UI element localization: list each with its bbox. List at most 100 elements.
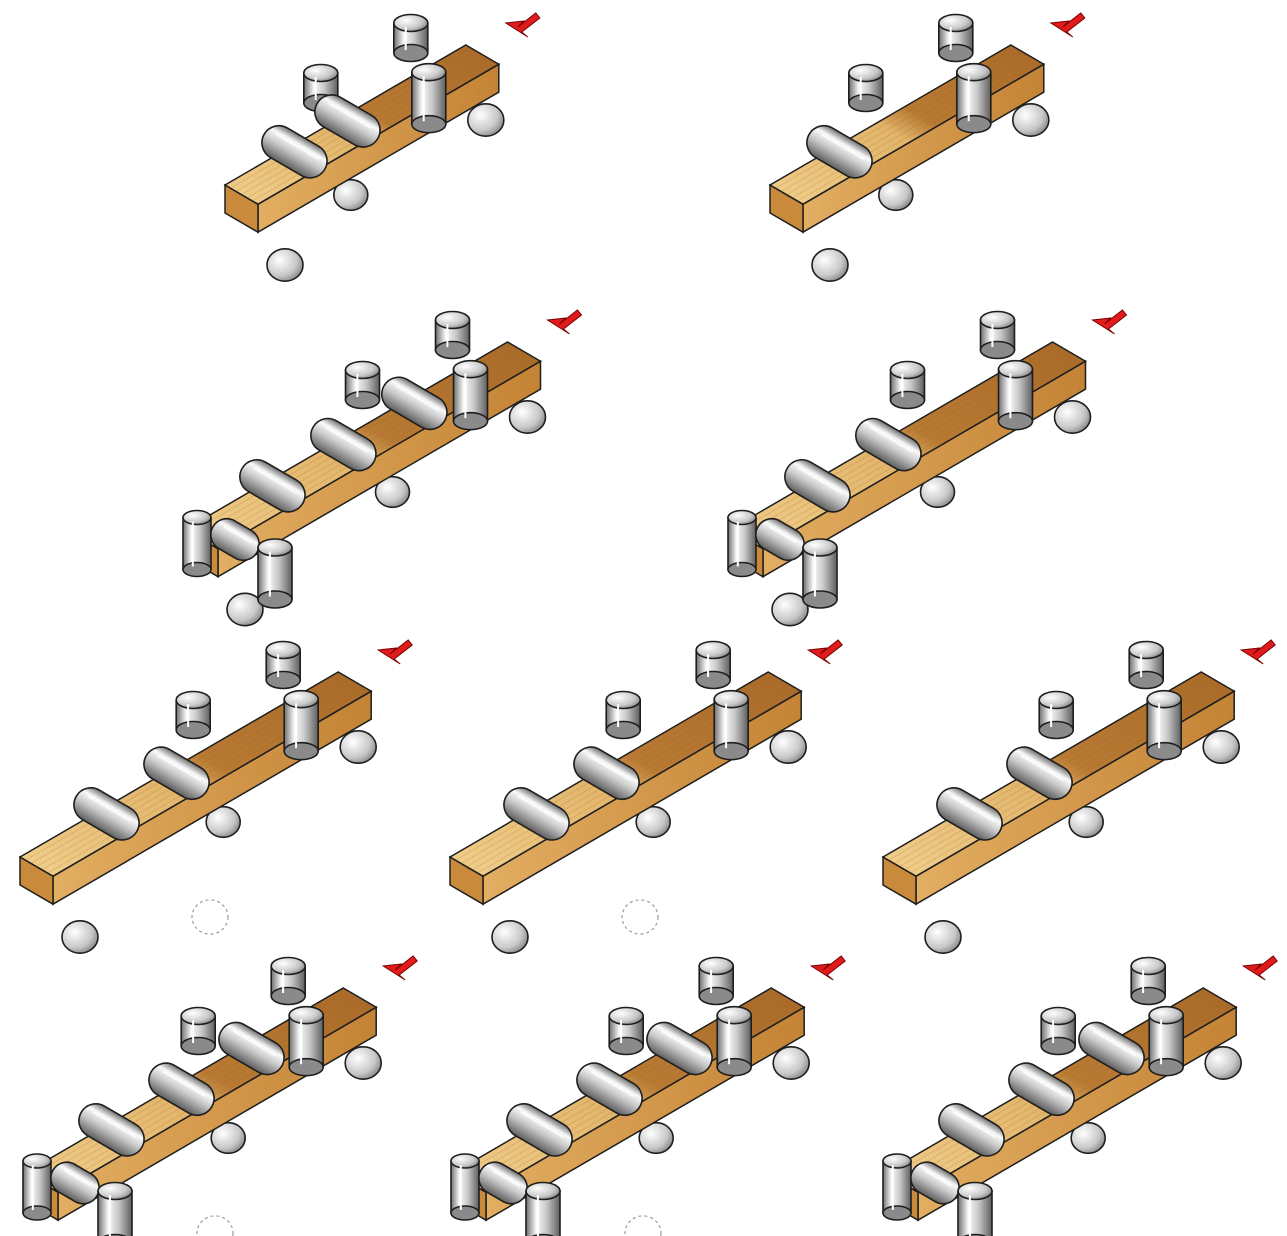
guide-roller <box>266 642 300 689</box>
support-roller <box>345 1047 381 1079</box>
roller-cap <box>1149 1007 1183 1024</box>
panel-p3 <box>183 310 582 626</box>
arrow-shape <box>1241 640 1275 664</box>
roller-cap <box>412 64 446 81</box>
panel-p4 <box>728 310 1127 626</box>
roller-cap <box>284 691 318 708</box>
roller-bottom <box>284 743 318 760</box>
roller-cap <box>803 539 837 556</box>
support-roller <box>468 104 504 136</box>
roller-cap <box>699 958 733 975</box>
guide-roller <box>526 1183 560 1236</box>
roller-cap <box>394 15 428 32</box>
guide-roller <box>999 361 1033 430</box>
support-roller <box>492 921 528 953</box>
roller-bottom <box>1129 672 1163 689</box>
panel-p9 <box>451 956 845 1236</box>
roller-ball <box>492 921 528 953</box>
roller-bottom <box>1147 743 1181 760</box>
roller-cap <box>1039 692 1073 709</box>
roller-bottom <box>23 1206 51 1220</box>
roller-cap <box>999 361 1033 378</box>
roller-cap <box>981 312 1015 329</box>
roller-cap <box>939 15 973 32</box>
roller-ball <box>1055 401 1091 433</box>
guide-roller <box>454 361 488 430</box>
roller-cap <box>609 1008 643 1025</box>
guide-roller <box>181 1008 215 1055</box>
roller-cap <box>436 312 470 329</box>
roller-cap <box>271 958 305 975</box>
roller-cap <box>849 65 883 82</box>
roller-ball <box>340 731 376 763</box>
guide-roller <box>23 1154 51 1220</box>
guide-roller <box>412 64 446 133</box>
guide-roller <box>1147 691 1181 760</box>
guide-roller <box>1039 692 1073 739</box>
guide-roller <box>1041 1008 1075 1055</box>
arrow-shape <box>506 13 540 37</box>
roller-bottom <box>412 116 446 133</box>
roller-bottom <box>266 672 300 689</box>
guide-roller <box>883 1154 911 1220</box>
red-arrow-icon <box>1243 956 1277 980</box>
guide-roller <box>699 958 733 1005</box>
roller-cap <box>346 362 380 379</box>
roller-ball <box>1013 104 1049 136</box>
roller-cap <box>289 1007 323 1024</box>
roller-bottom <box>999 413 1033 430</box>
roller-cap <box>454 361 488 378</box>
arrow-shape <box>383 956 417 980</box>
roller-cap <box>714 691 748 708</box>
support-roller <box>340 731 376 763</box>
roller-cap <box>606 692 640 709</box>
roller-ball <box>267 249 303 281</box>
support-roller <box>267 249 303 281</box>
roller-bottom <box>436 342 470 359</box>
roller-ball <box>62 921 98 953</box>
red-arrow-icon <box>1241 640 1275 664</box>
roller-bottom <box>271 988 305 1005</box>
roller-cap <box>883 1154 911 1168</box>
guide-roller <box>284 691 318 760</box>
roller-bottom <box>803 591 837 608</box>
roller-cap <box>958 1183 992 1200</box>
red-arrow-icon <box>378 640 412 664</box>
support-roller <box>1205 1047 1241 1079</box>
guide-roller <box>803 539 837 608</box>
roller-cap <box>304 65 338 82</box>
ghost-roller <box>192 900 228 934</box>
roller-bottom <box>258 591 292 608</box>
arrow-shape <box>811 956 845 980</box>
guide-roller <box>436 312 470 359</box>
arrow-shape <box>378 640 412 664</box>
roller-ball <box>345 1047 381 1079</box>
guide-roller <box>957 64 991 133</box>
guide-roller <box>717 1007 751 1076</box>
roller-bottom <box>939 45 973 62</box>
roller-cap <box>717 1007 751 1024</box>
roller-bottom <box>394 45 428 62</box>
red-arrow-icon <box>811 956 845 980</box>
roller-bottom <box>1039 722 1073 739</box>
roller-cap <box>451 1154 479 1168</box>
guide-roller <box>728 511 756 577</box>
ghost-roller-outline <box>197 1216 233 1236</box>
arrow-shape <box>548 310 582 334</box>
roller-bottom <box>1149 1059 1183 1076</box>
roller-ball <box>812 249 848 281</box>
guide-roller <box>289 1007 323 1076</box>
roller-bottom <box>451 1206 479 1220</box>
roller-cap <box>891 362 925 379</box>
guide-roller <box>939 15 973 62</box>
guide-roller <box>1131 958 1165 1005</box>
roller-bottom <box>699 988 733 1005</box>
ghost-roller <box>197 1216 233 1236</box>
roller-bottom <box>728 563 756 577</box>
roller-cap <box>183 511 211 525</box>
roller-bottom <box>183 563 211 577</box>
red-arrow-icon <box>808 640 842 664</box>
arrow-shape <box>1093 310 1127 334</box>
